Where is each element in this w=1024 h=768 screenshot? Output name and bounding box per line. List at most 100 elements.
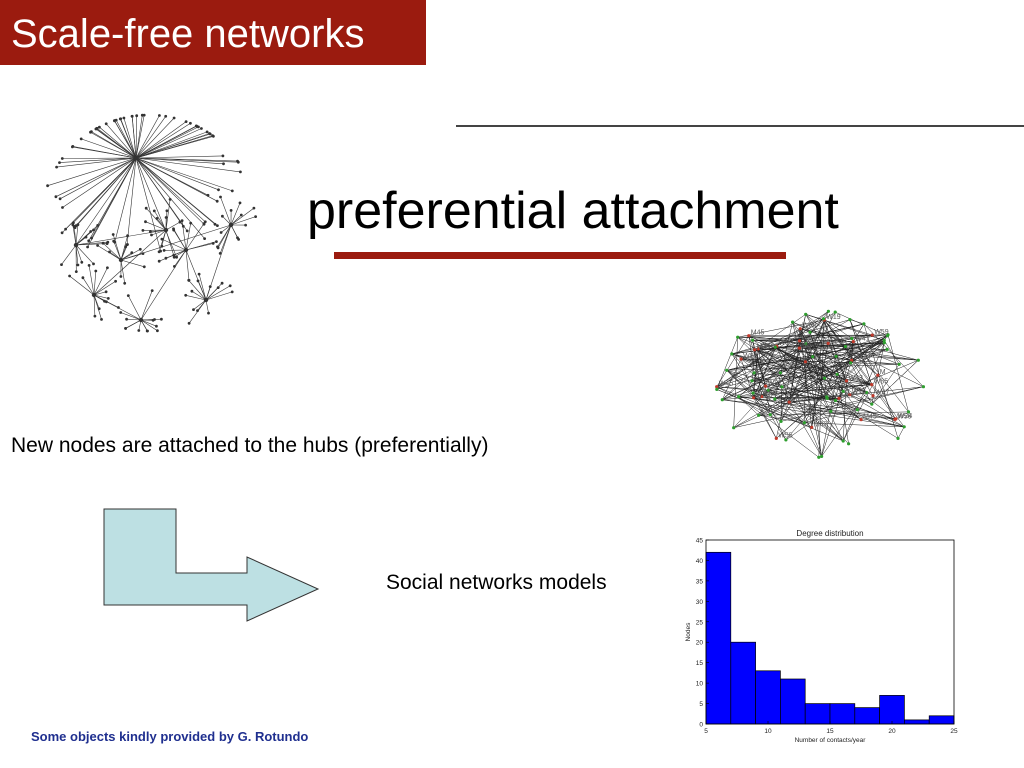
network-node <box>142 113 146 117</box>
models-caption: Social networks models <box>386 571 607 594</box>
network-node <box>138 247 142 251</box>
network-node <box>894 417 898 421</box>
network-node <box>844 379 849 383</box>
node-label: W44 <box>802 335 817 342</box>
node-label: W64 <box>764 391 779 398</box>
network-node <box>79 137 83 141</box>
network-node <box>811 355 815 359</box>
network-node <box>103 299 106 303</box>
network-node <box>150 289 154 292</box>
network-node <box>89 230 93 233</box>
network-node <box>76 223 80 227</box>
network-node <box>833 398 838 403</box>
network-node <box>208 132 211 135</box>
network-node <box>185 229 189 233</box>
network-node <box>808 330 812 334</box>
network-node <box>750 379 754 383</box>
x-tick-label: 5 <box>704 728 708 735</box>
network-node <box>220 281 224 285</box>
network-node <box>882 338 886 342</box>
network-nodes <box>715 309 925 459</box>
network-node <box>144 206 148 210</box>
network-node <box>104 122 108 126</box>
network-node <box>778 371 782 375</box>
network-node <box>725 368 729 372</box>
node-label: W87 <box>768 380 783 387</box>
y-tick-label: 15 <box>696 660 704 667</box>
node-label: M41 <box>830 337 844 344</box>
histogram-bar <box>854 707 880 725</box>
y-tick-label: 25 <box>696 619 704 626</box>
network-node <box>230 189 234 193</box>
network-node <box>906 410 911 414</box>
network-node <box>208 285 212 288</box>
node-label: W47 <box>875 390 890 397</box>
network-node <box>164 256 168 260</box>
node-label: M45 <box>751 330 765 337</box>
network-node <box>217 188 220 192</box>
histogram-bar <box>730 641 756 725</box>
network-node <box>848 393 852 397</box>
top-divider <box>456 125 1024 127</box>
network-node <box>916 358 920 362</box>
network-node <box>94 269 98 273</box>
network-node <box>124 245 128 249</box>
network-node <box>216 224 219 227</box>
network-node <box>93 314 97 318</box>
network-node <box>864 390 869 395</box>
node-label: M <box>880 369 886 376</box>
network-node <box>798 339 802 343</box>
network-node <box>876 373 880 377</box>
network-node <box>739 357 743 361</box>
y-tick-label: 10 <box>696 681 704 688</box>
network-node <box>221 154 225 158</box>
network-node <box>162 249 166 252</box>
network-node <box>230 290 234 294</box>
network-node <box>764 384 768 388</box>
x-tick-label: 20 <box>888 728 896 735</box>
node-label: W41 <box>855 336 870 343</box>
histogram-bar <box>804 703 831 725</box>
network-node <box>200 127 203 130</box>
network-node <box>821 317 826 321</box>
network-node <box>114 279 117 283</box>
network-node <box>100 318 103 321</box>
network-node <box>149 230 152 234</box>
network-node <box>68 274 71 278</box>
network-node <box>752 371 756 375</box>
network-node <box>172 116 176 120</box>
network-node <box>216 286 220 289</box>
network-node <box>238 201 242 205</box>
network-node <box>197 272 201 276</box>
network-node <box>229 209 233 212</box>
network-node <box>202 222 206 226</box>
node-label: W56 <box>897 413 912 420</box>
network-node <box>165 209 169 213</box>
network-node <box>244 223 248 227</box>
network-node <box>196 279 200 283</box>
network-node <box>84 235 88 239</box>
network-node <box>46 184 49 188</box>
scale-free-network-graph <box>46 113 257 333</box>
hub-node <box>203 297 209 303</box>
network-node <box>172 227 175 231</box>
histogram-bar <box>755 670 781 725</box>
network-node <box>774 436 778 440</box>
node-label: W63 <box>756 392 771 399</box>
network-node <box>60 157 64 160</box>
histogram-bars <box>705 551 955 725</box>
node-label: W24 <box>898 413 913 420</box>
histogram-bar <box>904 719 930 725</box>
network-node <box>184 293 188 297</box>
network-node <box>798 327 802 331</box>
network-node <box>239 170 242 174</box>
network-node <box>130 114 134 118</box>
network-node <box>96 224 100 227</box>
network-node <box>175 255 179 259</box>
network-node <box>101 241 105 245</box>
network-node <box>142 265 146 269</box>
network-node <box>841 439 845 443</box>
network-node <box>780 385 784 389</box>
network-node <box>752 396 756 400</box>
network-node <box>921 385 925 389</box>
